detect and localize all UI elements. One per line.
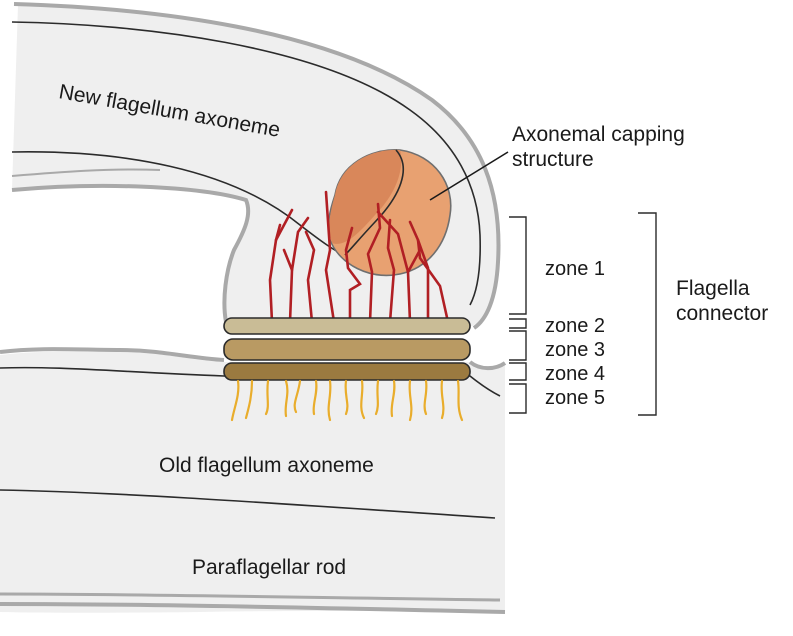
yellow-filament — [230, 379, 240, 422]
old-axoneme-bottom-boundary — [0, 489, 496, 519]
rod-inner-line — [0, 592, 501, 602]
new-flagellum-bottom-membrane — [11, 183, 251, 323]
yellow-filament — [312, 379, 318, 416]
red-filament — [376, 210, 412, 324]
red-filament — [406, 248, 422, 274]
zone3-plate — [223, 338, 471, 361]
red-filament — [408, 220, 430, 324]
capping-label-line2: structure — [512, 148, 594, 171]
yellow-filament — [244, 379, 254, 420]
zone3-label: zone 3 — [545, 339, 605, 361]
capping-axoneme-tip-line — [344, 149, 405, 256]
red-filament — [386, 218, 396, 324]
new-axoneme-bottom-boundary — [11, 151, 346, 256]
capping-callout-line — [429, 151, 509, 201]
zone1-label: zone 1 — [545, 258, 605, 280]
red-filament — [416, 238, 450, 324]
zone2-bracket — [509, 318, 527, 329]
new-axoneme-inner-line — [11, 168, 161, 177]
yellow-filament — [390, 379, 396, 418]
old-axoneme-top-boundary — [0, 366, 501, 397]
zone4-bracket — [509, 362, 527, 381]
red-filament — [304, 230, 316, 324]
yellow-filament — [264, 379, 270, 416]
rod-outer-membrane — [0, 602, 506, 614]
red-filament — [344, 226, 362, 324]
flagella-connector-bracket — [638, 212, 657, 416]
yellow-filament — [360, 379, 366, 420]
red-filament — [268, 223, 282, 324]
yellow-filament — [423, 379, 428, 416]
zone3-bracket — [509, 330, 527, 361]
red-filament — [366, 202, 382, 324]
new-flagellum-outer-membrane — [13, 2, 501, 330]
old-flagellum-membrane-line-right — [468, 360, 507, 371]
connector-label-line1: Flagella — [676, 277, 750, 300]
zone4-label: zone 4 — [545, 363, 605, 385]
old-axoneme-label: Old flagellum axoneme — [159, 454, 374, 477]
red-filament — [274, 208, 294, 242]
zone-brackets — [509, 212, 657, 416]
zone2-label: zone 2 — [545, 315, 605, 337]
yellow-filament — [344, 379, 349, 416]
capping-inner-shade — [329, 149, 402, 244]
new-axoneme-top-boundary — [11, 21, 481, 306]
zone5-bracket — [509, 383, 527, 414]
zone1-bracket — [509, 216, 527, 315]
yellow-filament — [293, 379, 302, 414]
yellow-filament — [440, 379, 445, 420]
connector-plates — [223, 317, 471, 381]
yellow-filament — [456, 379, 464, 422]
red-filament — [324, 190, 336, 324]
capping-label-line1: Axonemal capping — [512, 123, 685, 146]
zone1-filaments — [268, 190, 450, 324]
zone2-plate — [223, 317, 471, 335]
zone4-plate — [223, 362, 471, 381]
red-filament — [290, 216, 310, 272]
yellow-filament — [374, 379, 380, 416]
yellow-filament — [284, 379, 289, 418]
yellow-filament — [408, 379, 413, 422]
old-flagellum-body — [0, 347, 507, 614]
connector-label-line2: connector — [676, 302, 768, 325]
zone5-label: zone 5 — [545, 387, 605, 409]
old-flagellum-membrane-fill — [0, 351, 505, 613]
paraflagellar-rod-label: Paraflagellar rod — [192, 556, 346, 579]
old-flagellum-membrane-line — [0, 347, 225, 362]
yellow-filament — [327, 379, 332, 422]
zone5-filaments — [230, 379, 464, 422]
